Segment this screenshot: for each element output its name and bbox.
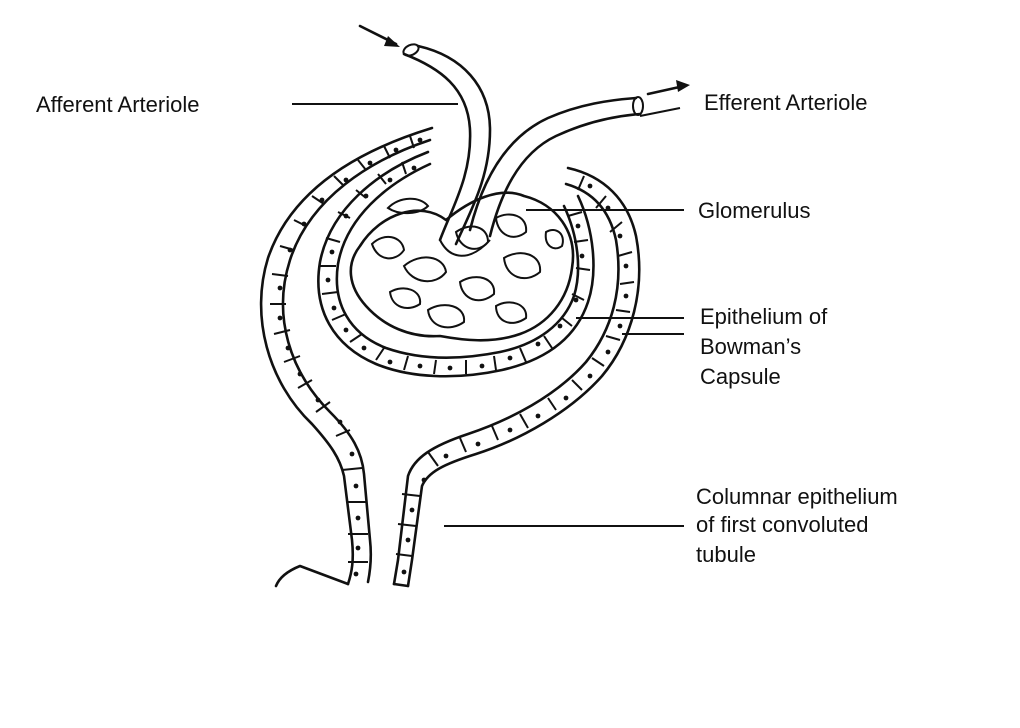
label-columnar-line-3: tubule	[696, 542, 756, 567]
epithelial-cells	[270, 135, 635, 577]
label-bowman-line-3: Capsule	[700, 364, 781, 389]
afferent-arteriole	[358, 24, 492, 246]
efferent-arteriole	[468, 80, 690, 238]
leader-efferent	[639, 107, 681, 117]
label-glomerulus: Glomerulus	[698, 198, 811, 223]
label-afferent-arteriole: Afferent Arteriole	[36, 92, 200, 117]
label-efferent-arteriole: Efferent Arteriole	[704, 90, 868, 115]
label-bowman-line-1: Epithelium of	[700, 304, 828, 329]
label-bowman-line-2: Bowman’s	[700, 334, 802, 359]
bowman-capsule-inner	[317, 150, 595, 378]
leader-lines	[292, 103, 684, 527]
glomerulus-tuft	[349, 191, 575, 342]
label-columnar-line-2: of first convoluted	[696, 512, 869, 537]
bowman-capsule-outer	[259, 126, 641, 588]
label-columnar-line-1: Columnar epithelium	[696, 484, 898, 509]
